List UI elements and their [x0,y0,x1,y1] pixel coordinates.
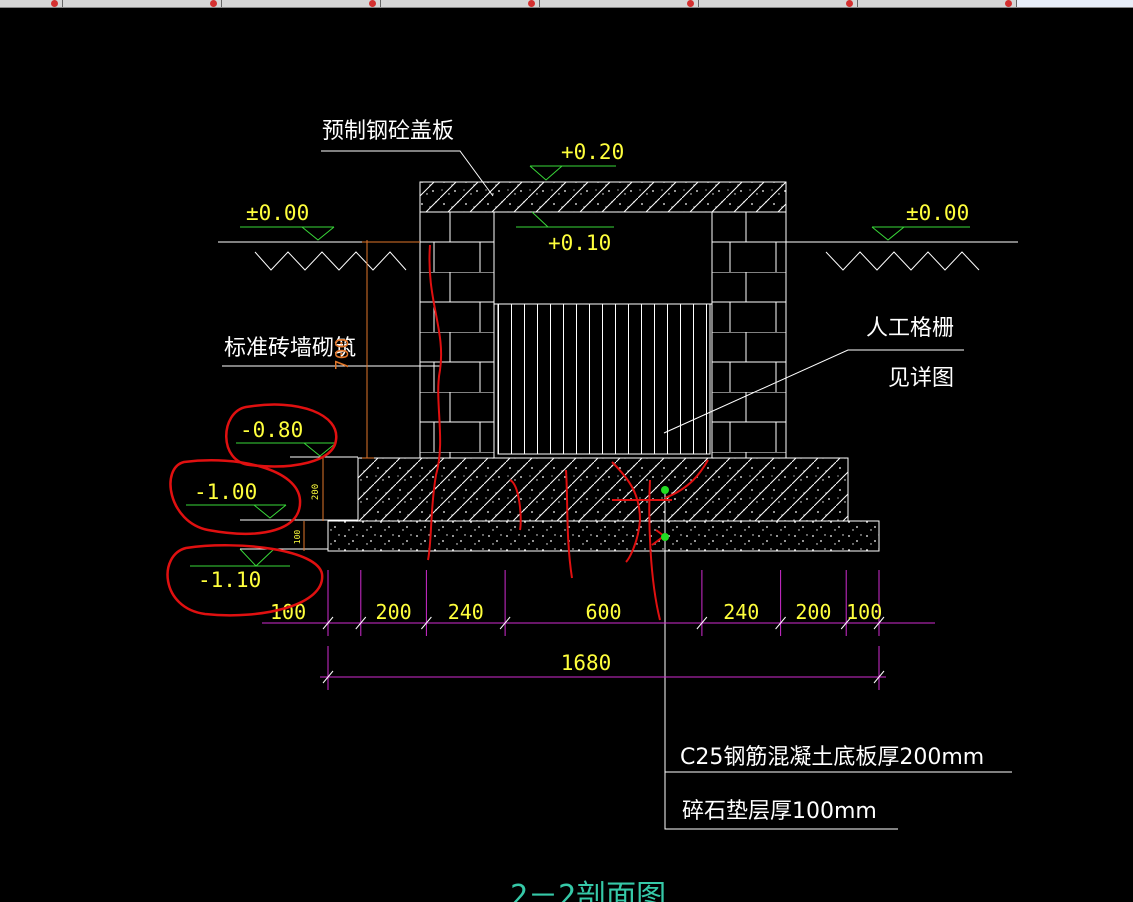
vertical-dimension-slab: 200 [311,458,324,521]
ground-line-right [786,241,1018,271]
close-icon[interactable] [1005,0,1012,7]
green-snap-point[interactable] [661,533,669,541]
red-annotation-circles [166,403,338,617]
elevation-marker-ground-right: ±0.00 [871,201,970,241]
elevation-marker-cover-bottom: +0.10 [516,211,614,255]
manual-grating [497,303,711,455]
dimension-value: 200 [376,600,412,624]
green-snap-point[interactable] [661,486,669,494]
svg-text:-1.00: -1.00 [194,480,257,504]
drawing-tab[interactable] [381,0,540,7]
red-sketch-marks [427,244,709,621]
vertical-dimension-bed: 100 [293,521,305,551]
close-icon[interactable] [528,0,535,7]
vertical-dimension-wall: 700 [332,240,420,459]
base-slab-label: C25钢筋混凝土底板厚200mm [680,745,984,770]
dimension-tick [322,616,334,630]
svg-text:-1.10: -1.10 [198,568,261,592]
svg-text:+0.10: +0.10 [548,231,611,255]
drawing-tab[interactable] [699,0,858,7]
drawing-tab-bar [0,0,1133,8]
brick-wall-left [419,211,495,459]
svg-text:+0.20: +0.20 [561,140,624,164]
dimension-tick [421,616,432,630]
svg-text:200: 200 [311,484,321,500]
svg-text:700: 700 [332,338,353,371]
elevation-marker-top-cover: +0.20 [529,140,624,181]
close-icon[interactable] [687,0,694,7]
dimension-value: 100 [846,600,882,624]
svg-text:±0.00: ±0.00 [246,201,309,225]
close-icon[interactable] [210,0,217,7]
close-icon[interactable] [369,0,376,7]
dimension-value: 240 [723,600,759,624]
dimension-value: 240 [448,600,484,624]
horizontal-dimension-total: 1680 [320,646,886,690]
drawing-tab[interactable] [222,0,381,7]
drawing-tab[interactable] [0,0,63,7]
elevation-marker-inner-bottom: -0.80 [236,418,358,458]
dimension-tick [355,616,367,630]
cad-drawing-canvas[interactable]: 预制钢砼盖板 标准砖墙砌筑 人工格栅 见详图 C25钢筋混凝土底板厚200mm … [0,8,1133,902]
svg-text:1680: 1680 [561,651,612,675]
section-title: 2－2剖面图 [510,879,666,902]
svg-text:-0.80: -0.80 [240,418,303,442]
elevation-marker-ground-left: ±0.00 [240,201,335,241]
channel-cavity [493,211,713,305]
dimension-tick [499,616,511,630]
cover-slab-leader [321,150,494,197]
dimension-tick [873,616,885,630]
cover-slab-label: 预制钢砼盖板 [322,119,454,144]
drawing-tab[interactable] [858,0,1017,7]
concrete-base-slab [357,457,849,522]
ground-line-left [218,241,420,271]
close-icon[interactable] [846,0,853,7]
elevation-marker-slab-bottom: -1.00 [186,480,358,521]
dimension-value: 600 [585,600,621,624]
brick-wall-label: 标准砖墙砌筑 [224,336,356,361]
close-icon[interactable] [51,0,58,7]
svg-text:100: 100 [293,530,302,545]
gravel-bedding-layer [327,520,880,552]
gravel-bed-label: 碎石垫层厚100mm [682,799,877,824]
dimension-value: 200 [795,600,831,624]
svg-text:±0.00: ±0.00 [906,201,969,225]
grating-label: 人工格栅 [866,316,954,341]
drawing-tab[interactable] [540,0,699,7]
gravel-bed-leader [664,772,898,830]
dimension-tick [840,616,852,630]
dimension-tick [696,616,708,630]
elevation-marker-bed-bottom: -1.10 [190,548,328,592]
precast-cover-slab [419,181,787,213]
tab-bar-empty-area [1017,0,1133,7]
see-detail-label: 见详图 [888,366,954,391]
grating-leader [663,349,964,434]
dimension-tick [775,616,786,630]
drawing-tab[interactable] [63,0,222,7]
brick-wall-right [711,211,787,459]
